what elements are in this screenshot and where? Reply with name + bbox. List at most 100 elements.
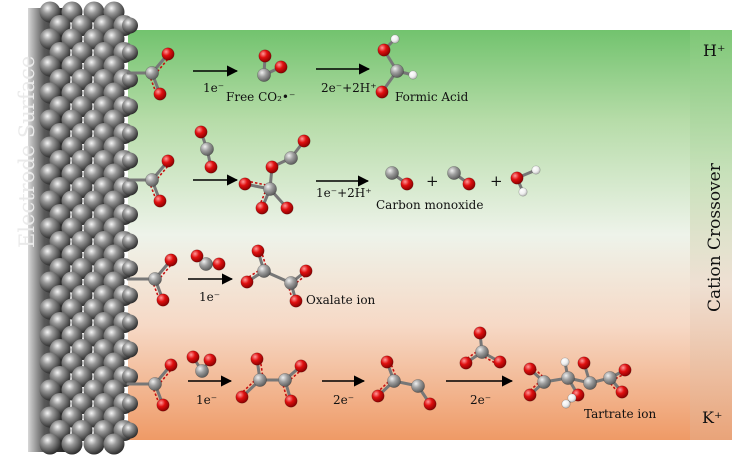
bond-partial: [244, 267, 263, 280]
oxygen-atom: [523, 362, 537, 376]
oxygen-atom: [235, 390, 249, 404]
reaction-arrows: [188, 63, 514, 387]
oxygen-atom: [161, 154, 175, 168]
hydrogen-atom: [561, 399, 571, 409]
electrode-sphere: [61, 433, 83, 455]
ph-gradient-background: [128, 30, 732, 440]
oxygen-atom: [523, 388, 537, 402]
row3-step-1: 1e⁻: [199, 290, 220, 304]
bond-partial: [463, 348, 481, 362]
oxygen-atom: [265, 160, 279, 174]
oxygen-atom: [240, 275, 254, 289]
oxygen-atom: [371, 389, 385, 403]
row4-step-2: 2e⁻: [333, 393, 354, 407]
oxygen-atom: [258, 49, 272, 63]
row3-labels: 1e⁻ Oxalate ion: [199, 290, 376, 307]
oxygen-atom: [164, 253, 178, 267]
carbon-atom: [475, 345, 489, 359]
electrode-sphere: [122, 395, 138, 412]
oxygen-atom: [238, 177, 252, 191]
electrode-sphere: [122, 422, 138, 439]
bond-partial: [286, 367, 304, 384]
oxygen-atom: [250, 352, 264, 366]
bond-partial: [389, 360, 398, 381]
row1-step-2: 2e⁻+2H⁺: [321, 81, 377, 95]
row2-plus-2: +: [490, 172, 503, 190]
electrode-sphere: [122, 260, 138, 277]
row1-species-2: Formic Acid: [395, 90, 469, 104]
potassium-label: K⁺: [702, 408, 722, 427]
oxygen-atom: [510, 171, 524, 185]
atoms-layer: [145, 34, 632, 412]
electrode-sphere: [122, 98, 138, 115]
oxygen-atom: [493, 355, 507, 369]
bond-partial: [258, 187, 268, 208]
oxygen-atom: [577, 356, 591, 370]
cation-crossover-band: [690, 30, 732, 440]
carbon-atom: [199, 257, 213, 271]
oxygen-atom: [156, 293, 170, 307]
electrode-label: Electrode Surface: [15, 56, 39, 248]
electrode-sphere: [122, 341, 138, 358]
oxygen-atom: [615, 385, 629, 399]
carbon-atom: [284, 276, 298, 290]
oxygen-atom: [297, 134, 311, 148]
row4-step-1: 1e⁻: [196, 393, 217, 407]
row2-species-1: Carbon monoxide: [376, 198, 483, 212]
electrode-sphere: [103, 433, 125, 455]
carbon-atom: [603, 371, 617, 385]
electrode-sphere: [39, 433, 61, 455]
bond-partial: [259, 358, 264, 380]
oxygen-atom: [153, 194, 167, 208]
bond-partial: [480, 354, 499, 366]
bond-partial: [260, 249, 268, 271]
oxygen-atom: [459, 356, 473, 370]
row1-step-1: 1e⁻: [203, 81, 224, 95]
hydrogen-atom: [518, 187, 528, 197]
hydrogen-atom: [560, 357, 570, 367]
electrode-sphere: [122, 179, 138, 196]
carbon-atom: [411, 379, 425, 393]
row4-step-3: 2e⁻: [470, 393, 491, 407]
row1-species-1: Free CO₂•⁻: [226, 90, 295, 104]
carbon-atom: [387, 374, 401, 388]
oxygen-atom: [251, 244, 265, 258]
carbon-atom: [278, 373, 292, 387]
oxygen-atom: [204, 160, 218, 174]
carbon-atom: [145, 66, 159, 80]
oxygen-atom: [186, 350, 200, 364]
electrode-sphere: [122, 368, 138, 385]
hydrogen-atom: [567, 393, 577, 403]
electrode-sphere: [122, 17, 138, 34]
cation-crossover-label: Cation Crossover: [705, 162, 725, 312]
electrode-sphere: [122, 125, 138, 142]
oxygen-atom: [289, 294, 303, 308]
carbon-atom: [537, 375, 551, 389]
proton-label: H⁺: [703, 41, 725, 60]
electrode-sphere: [122, 152, 138, 169]
carbon-atom: [145, 173, 159, 187]
oxygen-atom: [161, 47, 175, 61]
carbon-atom: [263, 182, 277, 196]
row4-species-1: Tartrate ion: [584, 407, 656, 421]
oxygen-atom: [375, 85, 389, 99]
electrode-sphere: [122, 314, 138, 331]
oxygen-atom: [284, 394, 298, 408]
electrode-sphere: [83, 433, 105, 455]
electrode-spheres: [39, 1, 138, 455]
oxygen-atom: [190, 249, 204, 263]
oxygen-atom: [618, 363, 632, 377]
carbon-atom: [561, 371, 575, 385]
carbon-atom: [257, 264, 271, 278]
oxygen-atom: [164, 358, 178, 372]
carbon-atom: [447, 166, 461, 180]
carbon-atom: [385, 166, 399, 180]
carbon-atom: [257, 68, 271, 82]
hydrogen-atom: [408, 70, 418, 80]
oxygen-atom: [274, 60, 288, 74]
hydrogen-atom: [390, 34, 400, 44]
oxygen-atom: [473, 326, 487, 340]
carbon-atom: [583, 376, 597, 390]
carbon-atom: [200, 142, 214, 156]
